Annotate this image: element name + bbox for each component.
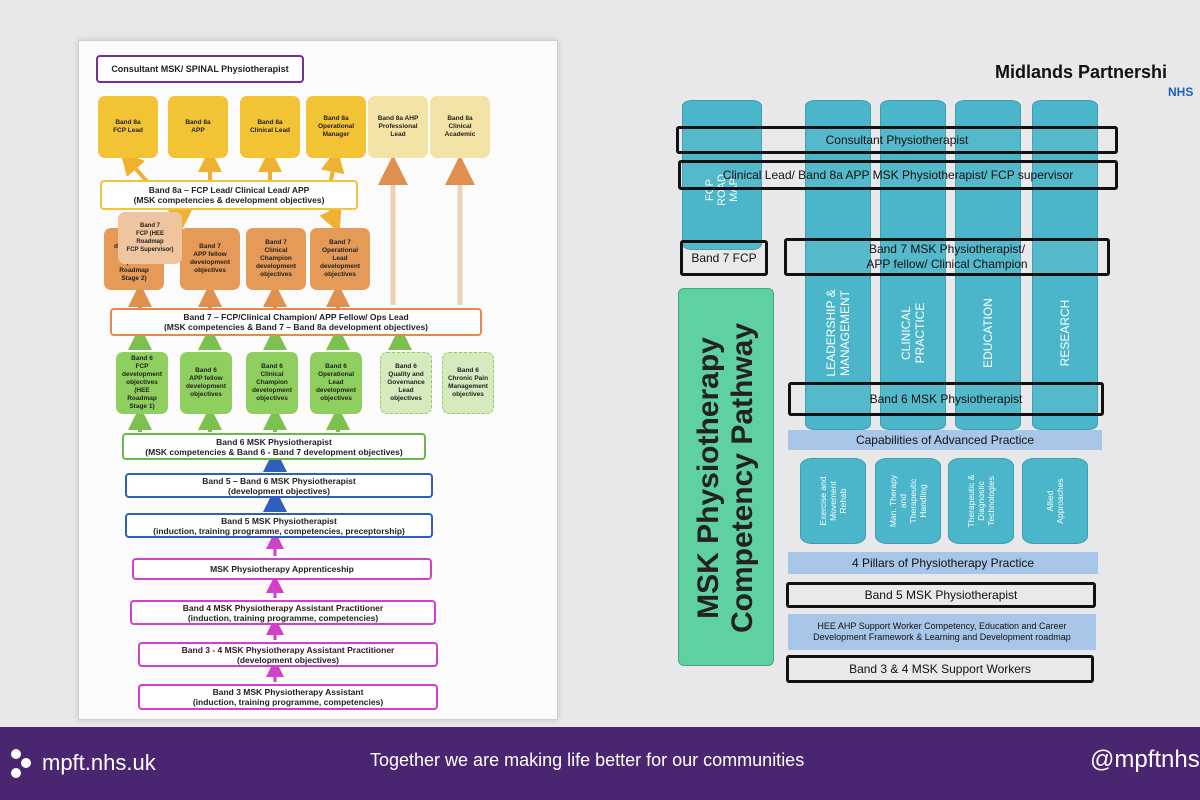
band6-tile: Band 6 Quality and Governance Lead objec… (380, 352, 432, 414)
consultant-msk-box: Consultant MSK/ SPINAL Physiotherapist (96, 55, 304, 83)
band7-msk-box: Band 7 MSK Physiotherapist/ APP fellow/ … (784, 238, 1110, 276)
band7-fcp-label: Band 7 FCP (691, 250, 757, 265)
band5-to-6-subtitle: (development objectives) (227, 485, 331, 496)
pathway-title: MSK Physiotherapy Competency Pathway (688, 292, 764, 664)
footer-tagline: Together we are making life better for o… (370, 750, 805, 770)
band4-box: Band 4 MSK Physiotherapy Assistant Pract… (130, 600, 436, 625)
band3-4-title: Band 3 - 4 MSK Physiotherapy Assistant P… (181, 644, 395, 655)
hee-framework-line1: HEE AHP Support Worker Competency, Educa… (817, 621, 1067, 631)
pillar-drum (1022, 458, 1088, 544)
footer-bar (0, 727, 1200, 800)
band6-tile: Band 6 Operational Lead development obje… (310, 352, 362, 414)
apprenticeship-label: MSK Physiotherapy Apprenticeship (210, 564, 354, 574)
band8-tile: Band 8a AHP Professional Lead (368, 96, 428, 158)
band8-tile: Band 8a Clinical Academic (430, 96, 490, 158)
hee-framework-bar: HEE AHP Support Worker Competency, Educa… (788, 614, 1096, 650)
band7-fcp-box: Band 7 FCP (680, 240, 768, 276)
pillar-label: Man. Therapy and Therapeutic Handling (888, 474, 928, 528)
fcp-roadmap-column (682, 100, 762, 250)
footer-url[interactable]: mpft.nhs.uk (42, 750, 156, 775)
consultant-box: Consultant Physiotherapist (676, 126, 1118, 154)
band4-title: Band 4 MSK Physiotherapy Assistant Pract… (182, 602, 384, 613)
band3-title: Band 3 MSK Physiotherapy Assistant (212, 687, 364, 697)
competency-column (955, 100, 1021, 430)
band4-subtitle: (induction, training programme, competen… (187, 612, 379, 623)
consultant-msk-label: Consultant MSK/ SPINAL Physiotherapist (111, 64, 289, 74)
four-pillars-bar: 4 Pillars of Physiotherapy Practice (788, 552, 1098, 574)
pathway-title-line1: MSK Physiotherapy (692, 337, 725, 619)
competency-column (880, 100, 946, 430)
band5-to-6-title: Band 5 – Band 6 MSK Physiotherapist (202, 475, 356, 486)
band7-box: Band 7 – FCP/Clinical Champion/ APP Fell… (110, 308, 482, 336)
band8a-title: Band 8a – FCP Lead/ Clinical Lead/ APP (148, 185, 310, 195)
band7-msk-line1: Band 7 MSK Physiotherapist/ (868, 242, 1026, 256)
competency-column (805, 100, 871, 430)
band6-box: Band 6 MSK Physiotherapist (MSK competen… (122, 433, 426, 460)
band5-to-6-box: Band 5 – Band 6 MSK Physiotherapist (dev… (125, 473, 433, 498)
band7-title: Band 7 – FCP/Clinical Champion/ APP Fell… (183, 312, 409, 322)
band6-msk-box: Band 6 MSK Physiotherapist (788, 382, 1104, 416)
capabilities-bar: Capabilities of Advanced Practice (788, 430, 1102, 450)
band8a-box: Band 8a – FCP Lead/ Clinical Lead/ APP (… (100, 180, 358, 210)
capabilities-label: Capabilities of Advanced Practice (855, 433, 1035, 447)
pillar-drum (875, 458, 941, 544)
band3-4-subtitle: (development objectives) (236, 654, 340, 665)
band5-msk-box: Band 5 MSK Physiotherapist (786, 582, 1096, 608)
clinical-lead-box: Clinical Lead/ Band 8a APP MSK Physiothe… (678, 160, 1118, 190)
band3-box: Band 3 MSK Physiotherapy Assistant (indu… (138, 684, 438, 710)
four-pillars-label: 4 Pillars of Physiotherapy Practice (851, 556, 1035, 570)
pillar-label: Therapeutic & Diagnostic Technologies (966, 474, 996, 528)
band7-subtitle: (MSK competencies & Band 7 – Band 8a dev… (163, 322, 429, 332)
band6-subtitle: (MSK competencies & Band 6 - Band 7 deve… (145, 446, 403, 457)
band6-title: Band 6 MSK Physiotherapist (216, 436, 332, 447)
pathway-panel (678, 288, 774, 666)
band8a-subtitle: (MSK competencies & development objectiv… (133, 195, 325, 205)
competency-column (1032, 100, 1098, 430)
pillar-drum (948, 458, 1014, 544)
band8-tile: Band 8a APP (168, 96, 228, 158)
band8-tile: Band 8a Operational Manager (306, 96, 366, 158)
band7-msk-line2: APP fellow/ Clinical Champion (866, 257, 1028, 271)
band7-tile: Band 7 APP fellow development objectives (180, 228, 240, 290)
mpft-logo-icon (11, 749, 31, 778)
pillar-label: Allied Approaches (1045, 478, 1065, 524)
band8-tile: Band 8a Clinical Lead (240, 96, 300, 158)
band5-msk-label: Band 5 MSK Physiotherapist (864, 587, 1018, 602)
pillar-label: Exercise and Movement Rehab (818, 476, 848, 526)
band8-tile: Band 8a FCP Lead (98, 96, 158, 158)
band5-box: Band 5 MSK Physiotherapist (induction, t… (125, 513, 433, 538)
band6-tile: Band 6 FCP development objectives (HEE R… (116, 352, 168, 414)
band6-tile: Band 6 Clinical Champion development obj… (246, 352, 298, 414)
band3-4-support-box: Band 3 & 4 MSK Support Workers (786, 655, 1094, 683)
clinical-lead-label: Clinical Lead/ Band 8a APP MSK Physiothe… (722, 167, 1074, 182)
apprenticeship-box: MSK Physiotherapy Apprenticeship (132, 558, 432, 580)
band5-subtitle: (induction, training programme, competen… (153, 525, 405, 536)
band7-tile: Band 7 Clinical Champion development obj… (246, 228, 306, 290)
band3-4-support-label: Band 3 & 4 MSK Support Workers (849, 661, 1031, 676)
band6-msk-label: Band 6 MSK Physiotherapist (869, 391, 1023, 406)
brand-name: Midlands Partnershi (995, 62, 1168, 82)
band5-title: Band 5 MSK Physiotherapist (221, 515, 337, 526)
hee-framework-line2: Development Framework & Learning and Dev… (813, 632, 1071, 642)
band6-tile: Band 6 Chronic Pain Management objective… (442, 352, 494, 414)
band6-tile: Band 6 APP fellow development objectives (180, 352, 232, 414)
footer-twitter-handle[interactable]: @mpftnhs (1090, 746, 1200, 773)
band7-fcp-overlay: Band 7 FCP (HEE Roadmap FCP Supervisor) (118, 212, 182, 264)
nhs-logo: NHS (1168, 85, 1194, 99)
consultant-label: Consultant Physiotherapist (825, 132, 969, 147)
band3-subtitle: (induction, training programme, competen… (192, 697, 384, 707)
band3-4-box: Band 3 - 4 MSK Physiotherapy Assistant P… (138, 642, 438, 667)
band7-tile: Band 7 Operational Lead development obje… (310, 228, 370, 290)
pathway-title-line2: Competency Pathway (726, 322, 759, 634)
pillar-drum (800, 458, 866, 544)
